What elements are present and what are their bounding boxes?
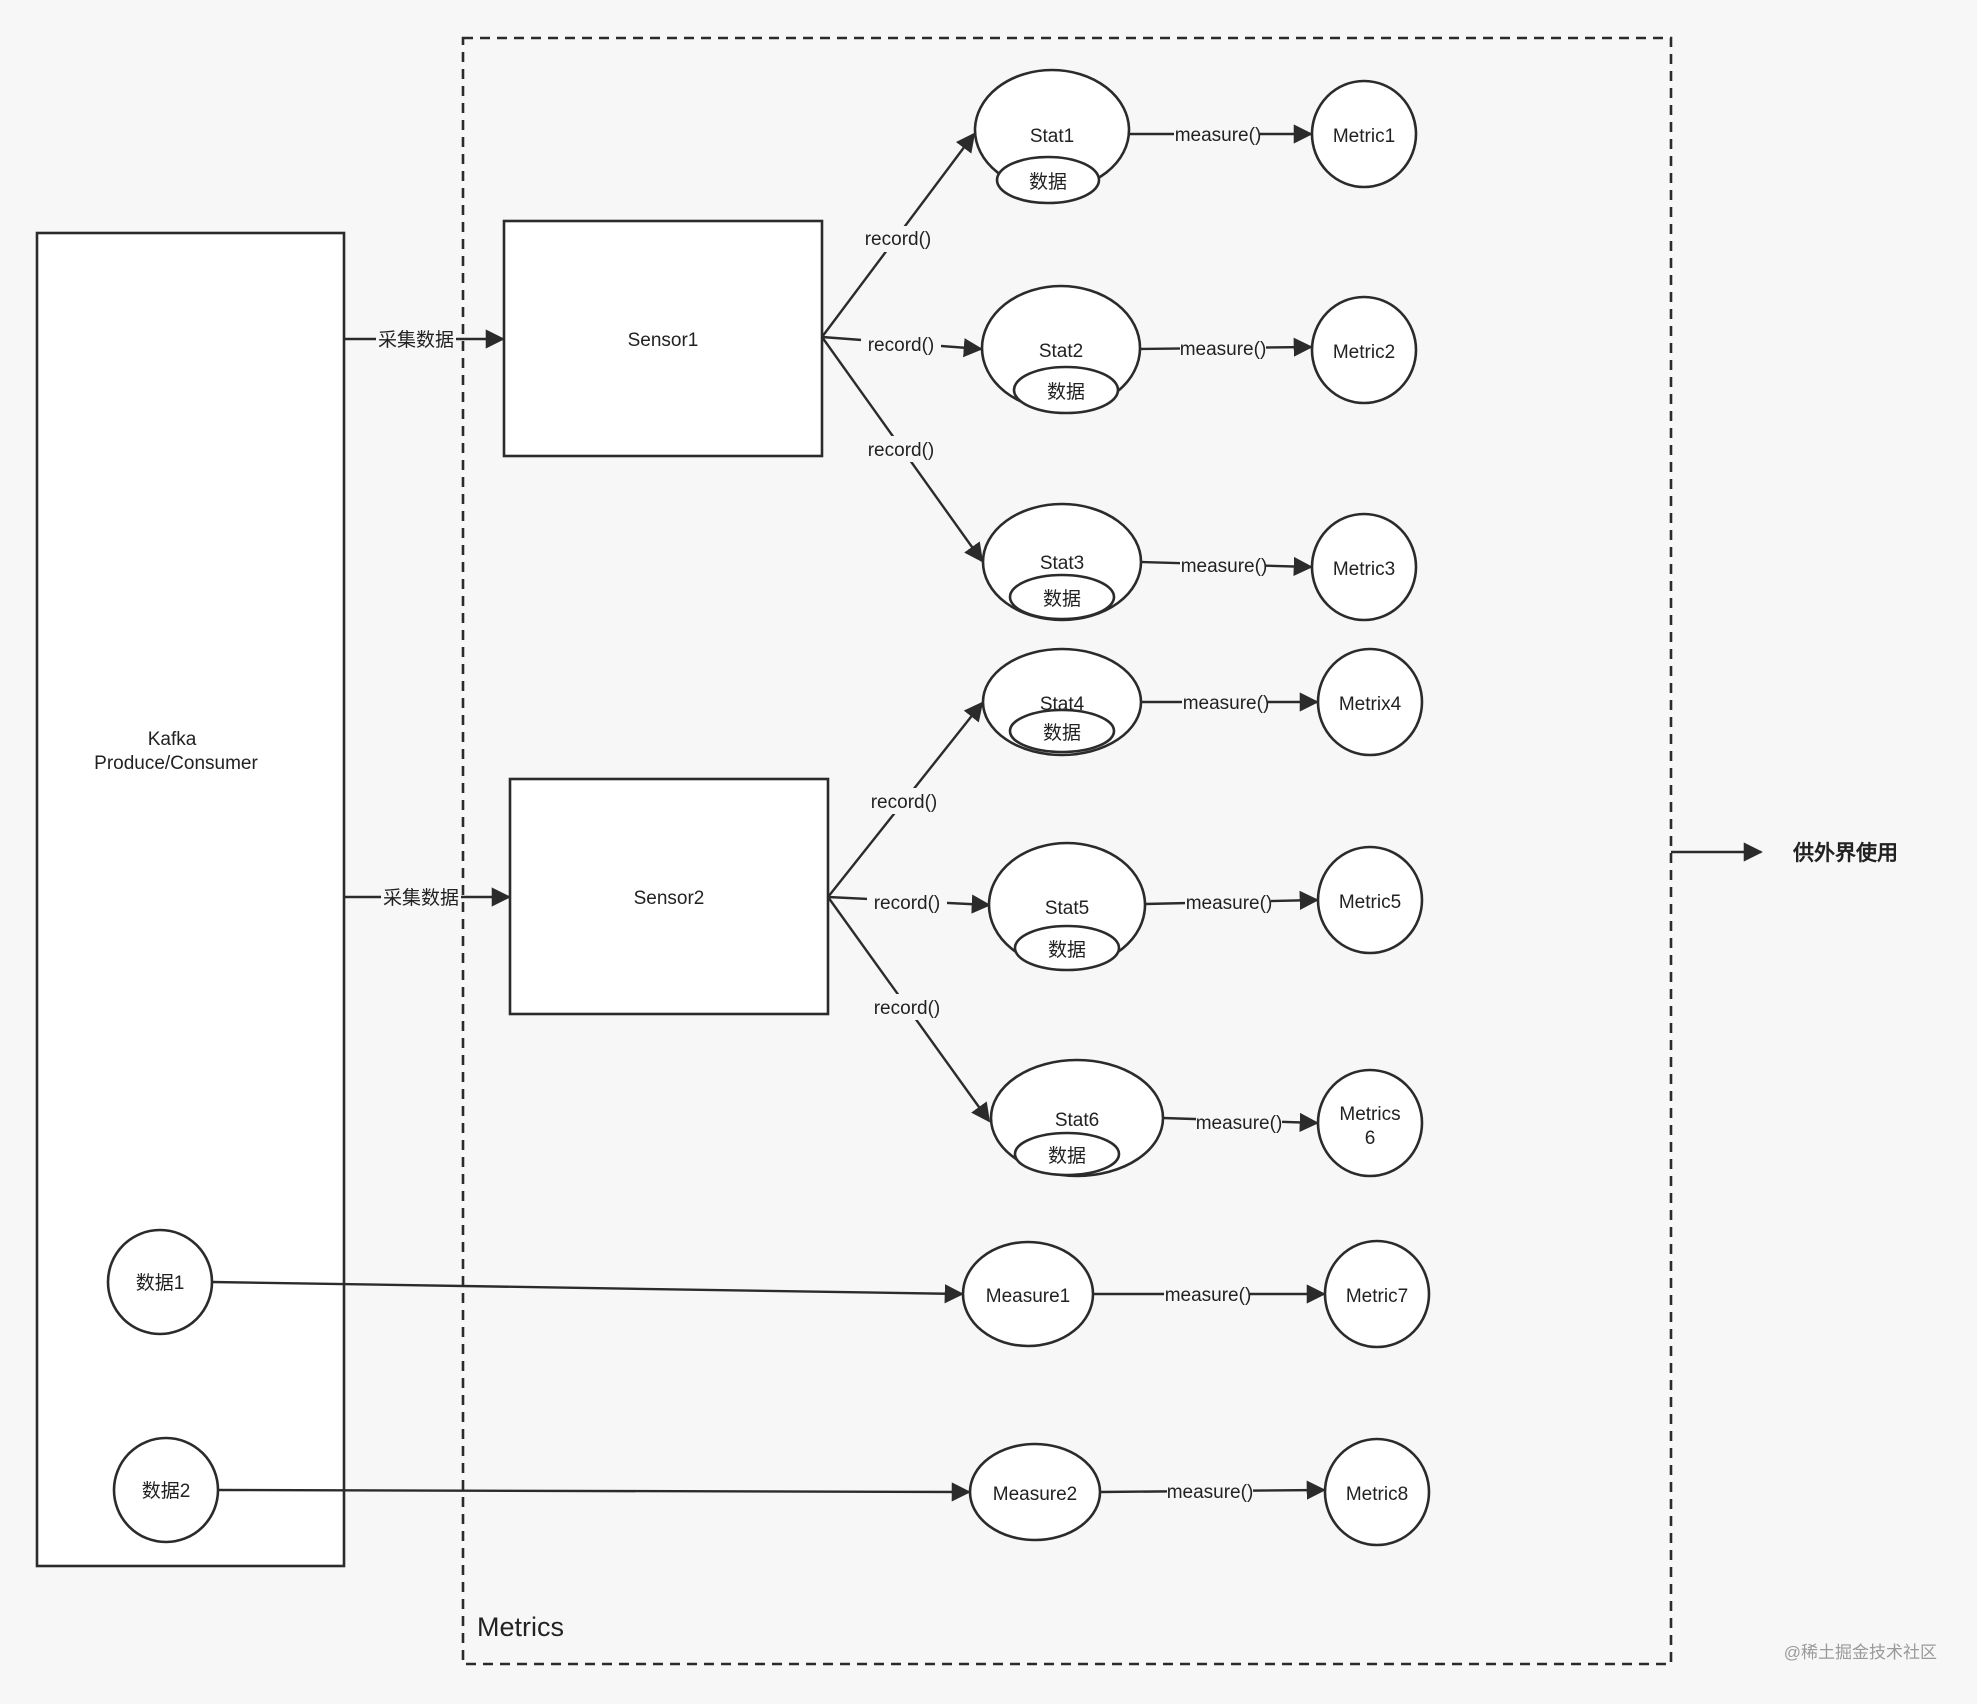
stat5-data: 数据 <box>1048 939 1086 961</box>
measure-label-1: measure() <box>1175 125 1262 146</box>
measure-label-4: measure() <box>1183 693 1270 714</box>
measure-label-7: measure() <box>1165 1285 1252 1306</box>
record-label-4: record() <box>871 792 938 813</box>
stat5-label: Stat5 <box>1045 898 1089 919</box>
sensor1-box <box>502 219 824 458</box>
stat4-node: Stat4 数据 <box>981 647 1143 757</box>
collect-label-1: 采集数据 <box>378 329 454 351</box>
watermark: @稀土掘金技术社区 <box>1784 1643 1937 1662</box>
measure-label-8: measure() <box>1167 1482 1254 1503</box>
kafka-box <box>35 231 346 1568</box>
stat6-data: 数据 <box>1048 1145 1086 1167</box>
kafka-label-line2: Produce/Consumer <box>94 753 258 774</box>
stat2-data: 数据 <box>1047 381 1085 403</box>
stat5-node: Stat5 数据 <box>987 841 1147 972</box>
stat4-data: 数据 <box>1043 722 1081 744</box>
record-label-1: record() <box>865 229 932 250</box>
sensor2-label: Sensor2 <box>634 888 705 909</box>
metric8-label: Metric8 <box>1346 1484 1408 1505</box>
measure-label-2: measure() <box>1180 339 1267 360</box>
record-label-3: record() <box>868 440 935 461</box>
metric1-label: Metric1 <box>1333 126 1395 147</box>
stat3-node: Stat3 数据 <box>981 502 1143 622</box>
stat6-node: Stat6 数据 <box>989 1058 1165 1178</box>
stat1-node: Stat1 数据 <box>973 68 1131 205</box>
data2-to-measure2-arrow <box>217 1482 971 1502</box>
sensor1-label: Sensor1 <box>628 330 699 351</box>
external-label: 供外界使用 <box>1792 841 1898 865</box>
stat2-node: Stat2 数据 <box>980 284 1142 415</box>
data1-to-measure1-arrow <box>211 1280 964 1304</box>
measure-label-6: measure() <box>1196 1113 1283 1134</box>
record-label-6: record() <box>874 998 941 1019</box>
stat3-label: Stat3 <box>1040 553 1084 574</box>
measure-label-3: measure() <box>1181 556 1268 577</box>
metric6-label-line2: 6 <box>1365 1128 1376 1149</box>
measure1-label: Measure1 <box>986 1286 1071 1307</box>
data1-label: 数据1 <box>136 1272 185 1294</box>
stat3-data: 数据 <box>1043 588 1081 610</box>
metrics-group-boundary <box>461 36 1673 1666</box>
record-label-5: record() <box>874 893 941 914</box>
metric4-label: Metrix4 <box>1339 694 1402 715</box>
measure-label-5: measure() <box>1186 893 1273 914</box>
kafka-label-line1: Kafka <box>148 729 197 750</box>
record-label-2: record() <box>868 335 935 356</box>
data2-label: 数据2 <box>142 1480 191 1502</box>
collect-label-2: 采集数据 <box>383 887 459 909</box>
measure2-label: Measure2 <box>993 1484 1078 1505</box>
stat6-label: Stat6 <box>1055 1110 1099 1131</box>
metrics-group-title: Metrics <box>477 1612 564 1642</box>
metric7-label: Metric7 <box>1346 1286 1408 1307</box>
metric6-label-line1: Metrics <box>1339 1104 1400 1125</box>
stat1-label: Stat1 <box>1030 126 1074 147</box>
stat1-data: 数据 <box>1029 171 1067 193</box>
metric2-label: Metric2 <box>1333 342 1395 363</box>
metric3-label: Metric3 <box>1333 559 1395 580</box>
stat2-label: Stat2 <box>1039 341 1083 362</box>
metric5-label: Metric5 <box>1339 892 1401 913</box>
